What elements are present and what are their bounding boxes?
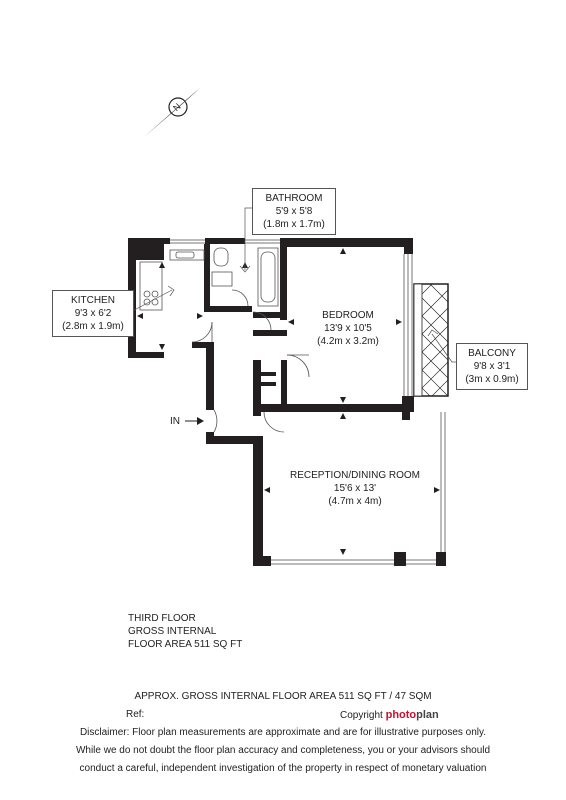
floor-info-line1: THIRD FLOOR <box>128 613 196 624</box>
brand-part-photo: photo <box>385 709 417 721</box>
fixtures <box>139 247 279 311</box>
bedroom-label: BEDROOM 13'9 x 10'5 (4.2m x 3.2m) <box>300 309 396 348</box>
brand-part-plan: plan <box>416 709 439 721</box>
north-arrow-icon: N <box>144 88 200 137</box>
kitchen-metric: (2.8m x 1.9m) <box>62 321 124 332</box>
balcony-imperial: 9'8 x 3'1 <box>473 361 511 372</box>
bathroom-metric: (1.8m x 1.7m) <box>263 219 325 230</box>
floor-info: THIRD FLOOR GROSS INTERNAL FLOOR AREA 51… <box>128 612 242 651</box>
entrance-arrow-icon <box>185 417 204 425</box>
north-letter: N <box>171 101 183 113</box>
bathroom-imperial: 5'9 x 5'8 <box>275 206 313 217</box>
copyright-label: Copyright <box>340 710 383 721</box>
approx-area-text: APPROX. GROSS INTERNAL FLOOR AREA 511 SQ… <box>134 691 432 702</box>
floor-info-line3: FLOOR AREA 511 SQ FT <box>128 639 243 650</box>
balcony-metric: (3m x 0.9m) <box>465 374 519 385</box>
reception-name: RECEPTION/DINING ROOM <box>289 470 420 481</box>
reception-label: RECEPTION/DINING ROOM 15'6 x 13' (4.7m x… <box>280 469 430 508</box>
door-swings <box>191 289 310 433</box>
disclaimer-line-1: Disclaimer: Floor plan measurements are … <box>79 727 487 738</box>
kitchen-imperial: 9'3 x 6'2 <box>74 308 112 319</box>
windows <box>170 239 446 565</box>
bedroom-name: BEDROOM <box>322 310 374 321</box>
dimension-markers <box>137 248 440 555</box>
copyright: Copyright photoplan <box>340 709 439 721</box>
entrance-label: IN <box>170 416 180 427</box>
reception-imperial: 15'6 x 13' <box>333 483 377 494</box>
bathroom-label: BATHROOM 5'9 x 5'8 (1.8m x 1.7m) <box>252 188 336 235</box>
ref-label: Ref: <box>126 709 145 720</box>
photoplan-logo: photoplan <box>386 709 439 721</box>
bedroom-metric: (4.2m x 3.2m) <box>317 336 379 347</box>
balcony-area <box>413 283 449 397</box>
bedroom-imperial: 13'9 x 10'5 <box>324 323 372 334</box>
kitchen-label: KITCHEN 9'3 x 6'2 (2.8m x 1.9m) <box>52 290 134 337</box>
reception-metric: (4.7m x 4m) <box>328 496 382 507</box>
walls <box>128 238 446 566</box>
balcony-label: BALCONY 9'8 x 3'1 (3m x 0.9m) <box>456 343 528 390</box>
floor-info-line2: GROSS INTERNAL <box>128 626 217 637</box>
kitchen-name: KITCHEN <box>71 295 115 306</box>
disclaimer-line-2: While we do not doubt the floor plan acc… <box>75 745 491 756</box>
disclaimer-line-3: conduct a careful, independent investiga… <box>79 763 487 774</box>
balcony-name: BALCONY <box>468 348 516 359</box>
bathroom-name: BATHROOM <box>265 193 323 204</box>
